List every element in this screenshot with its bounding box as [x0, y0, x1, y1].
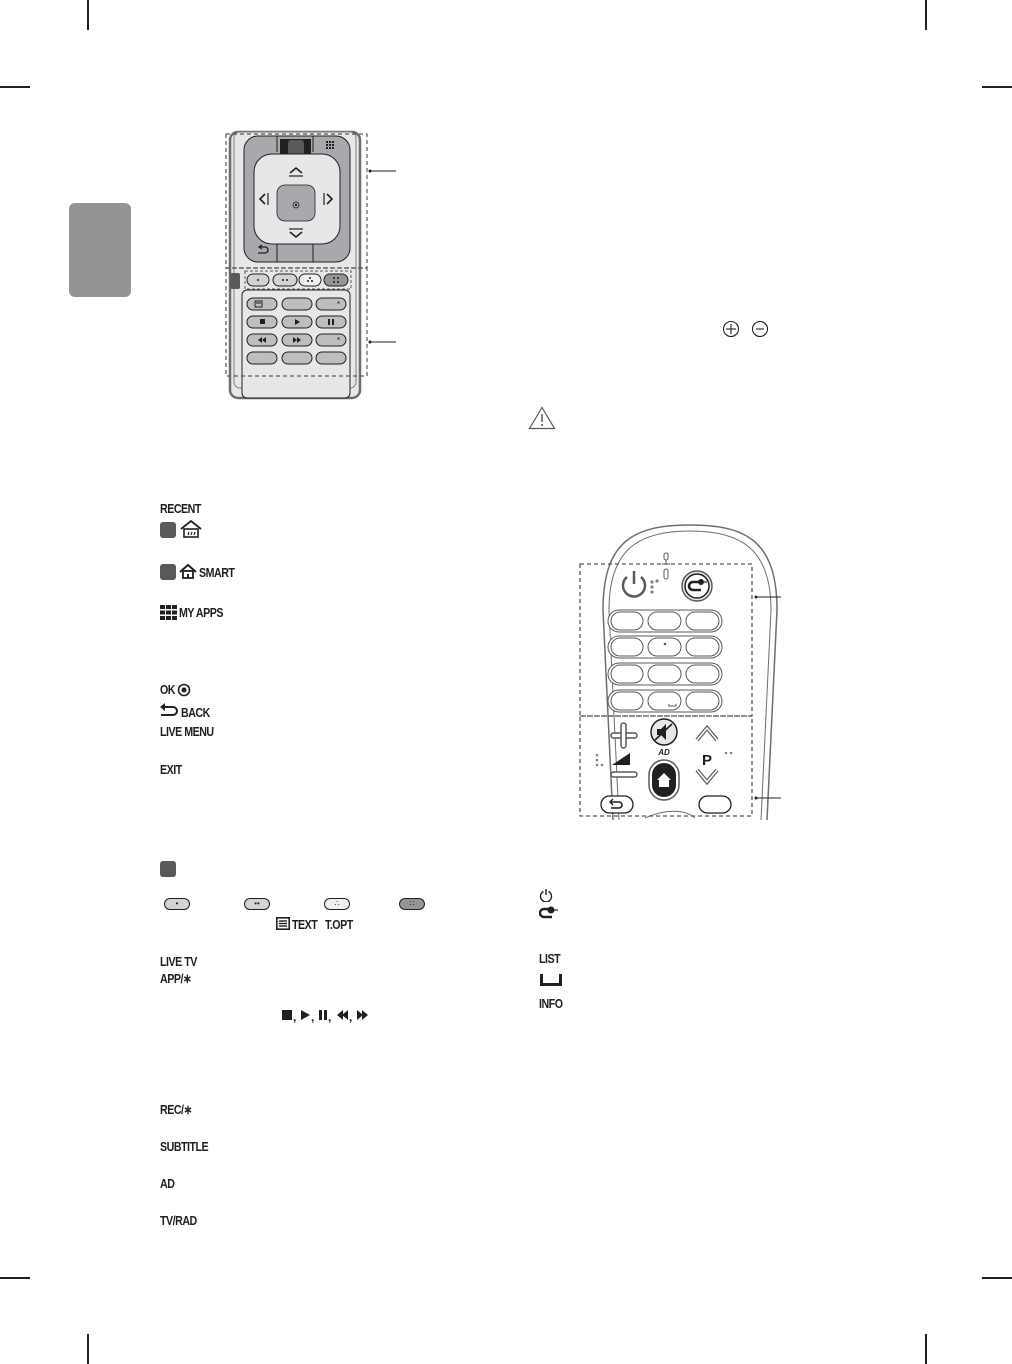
plus-circle-icon [722, 320, 740, 338]
power-icon [539, 888, 553, 902]
crop-mark [925, 1334, 927, 1364]
home-icon [179, 519, 203, 539]
svg-text:,: , [349, 1010, 352, 1023]
my-apps-label: MY APPS [179, 605, 223, 620]
back-label: BACK [181, 705, 210, 720]
grid-apps-icon [160, 605, 177, 620]
svg-text:,: , [311, 1010, 314, 1023]
crop-mark [925, 0, 927, 30]
crop-mark [87, 0, 89, 30]
ad-key-label: AD [657, 748, 670, 757]
yellow-button-icon: ∴ [324, 898, 350, 910]
p-key-label: P [702, 752, 712, 769]
standard-remote-diagram: * * [220, 130, 420, 405]
exit-label: EXIT [160, 762, 182, 777]
warning-triangle-icon [528, 406, 556, 430]
space-bar-icon [540, 974, 562, 986]
t-opt-label: T.OPT [325, 917, 353, 932]
playback-symbols: , , , , [281, 1008, 387, 1023]
text-teletext-icon [276, 917, 290, 930]
gray-square-icon [160, 522, 176, 538]
svg-text:*: * [337, 300, 340, 309]
ad-label: AD [160, 1176, 175, 1191]
list-label: LIST [539, 951, 561, 966]
tv-rad-label: TV/RAD [160, 1213, 197, 1228]
smart-label: SMART [199, 565, 235, 580]
back-arrow-icon [160, 703, 180, 717]
home-icon [179, 563, 197, 580]
svg-text:*: * [337, 336, 340, 345]
ok-target-icon [177, 683, 191, 697]
subtitle-label: SUBTITLE [160, 1139, 209, 1154]
crop-mark [87, 1334, 89, 1364]
live-tv-label: LIVE TV [160, 954, 197, 969]
green-button-icon: •• [244, 898, 270, 910]
section-tab [69, 203, 131, 297]
info-label: INFO [539, 996, 563, 1011]
text-label: TEXT [292, 917, 318, 932]
crop-mark [0, 1277, 30, 1279]
crop-mark [982, 1277, 1012, 1279]
svg-text:,: , [328, 1010, 331, 1023]
rec-label: REC/∗ [160, 1102, 192, 1117]
crop-mark [982, 86, 1012, 88]
blue-button-icon: ∷ [399, 898, 425, 910]
crop-mark [0, 86, 30, 88]
ok-label: OK [160, 682, 176, 697]
recent-label: RECENT [160, 501, 201, 516]
svg-text:,: , [293, 1010, 296, 1023]
live-menu-label: LIVE MENU [160, 724, 214, 739]
magic-remote-diagram: AD P [575, 520, 805, 820]
app-label: APP/∗ [160, 971, 192, 986]
minus-circle-icon [751, 320, 769, 338]
gray-square-icon [160, 861, 176, 877]
input-icon [539, 906, 559, 920]
red-button-icon: • [164, 898, 190, 910]
gray-square-icon [160, 564, 176, 580]
